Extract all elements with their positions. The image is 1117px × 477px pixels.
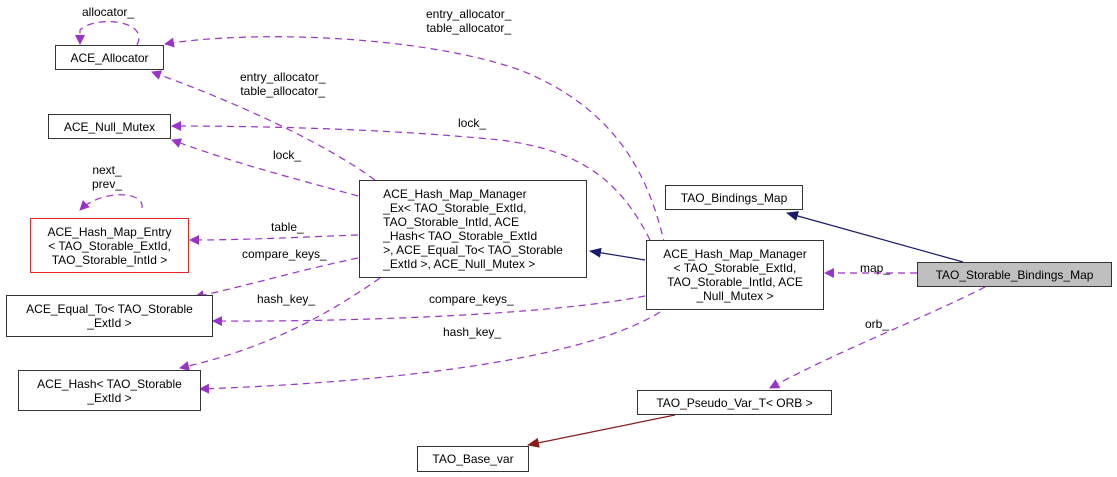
- node-ace-null-mutex[interactable]: ACE_Null_Mutex: [48, 114, 171, 139]
- edge-allocator-self: [75, 20, 140, 46]
- node-ace-allocator[interactable]: ACE_Allocator: [55, 45, 164, 70]
- edge-storable-bindings-map-inherits-bindings-map: [786, 211, 964, 263]
- edge-entry-self: [79, 194, 143, 211]
- edge-storable-bindings-map-to-pseudo-var: [769, 286, 986, 389]
- edge-manager-inherits-manager-ex: [589, 247, 646, 261]
- edge-manager-ex-to-entry: [189, 234, 359, 245]
- edge-manager-to-equal-to: [212, 295, 646, 327]
- node-ace-hash-map-manager-ex[interactable]: ACE_Hash_Map_Manager _Ex< TAO_Storable_E…: [359, 180, 587, 278]
- node-ace-equal-to[interactable]: ACE_Equal_To< TAO_Storable _ExtId >: [6, 295, 213, 337]
- edge-manager-to-allocator: [164, 36, 666, 247]
- edge-label-compare-keys-left: compare_keys_: [242, 247, 327, 261]
- node-tao-bindings-map[interactable]: TAO_Bindings_Map: [665, 185, 803, 210]
- edge-manager-ex-to-equal-to: [194, 257, 359, 300]
- edge-label-compare-keys-right: compare_keys_: [429, 292, 514, 306]
- edge-manager-ex-to-allocator: [151, 70, 376, 181]
- node-tao-base-var[interactable]: TAO_Base_var: [417, 446, 529, 472]
- node-ace-hash-map-entry[interactable]: ACE_Hash_Map_Entry < TAO_Storable_ExtId,…: [30, 218, 189, 273]
- edge-manager-to-null-mutex: [171, 121, 651, 241]
- edge-label-orb: orb_: [865, 317, 890, 331]
- edge-label-entry-table-allocator-top: entry_allocator_ table_allocator_: [426, 7, 512, 35]
- edge-label-table: table_: [271, 220, 304, 234]
- edge-label-entry-table-allocator-mid: entry_allocator_ table_allocator_: [240, 70, 326, 98]
- node-ace-hash-map-manager[interactable]: ACE_Hash_Map_Manager < TAO_Storable_ExtI…: [646, 240, 824, 310]
- edge-pseudo-var-to-base-var: [527, 414, 676, 448]
- node-tao-storable-bindings-map[interactable]: TAO_Storable_Bindings_Map: [917, 262, 1112, 287]
- edge-label-next-prev: next_ prev_: [92, 163, 123, 191]
- edge-manager-ex-to-null-mutex: [171, 138, 359, 197]
- edge-manager-ex-to-hash: [179, 277, 381, 371]
- edge-label-hash-key-right: hash_key_: [443, 325, 502, 339]
- edge-label-lock-top: lock_: [458, 116, 487, 130]
- edge-label-allocator-self: allocator_: [82, 5, 135, 19]
- edge-label-lock-mid: lock_: [273, 148, 302, 162]
- node-tao-pseudo-var-t[interactable]: TAO_Pseudo_Var_T< ORB >: [637, 390, 832, 415]
- edge-label-map: map_: [860, 261, 891, 275]
- edge-manager-to-hash: [199, 311, 661, 394]
- node-ace-hash[interactable]: ACE_Hash< TAO_Storable _ExtId >: [18, 370, 201, 411]
- edge-label-hash-key-left: hash_key_: [257, 292, 316, 306]
